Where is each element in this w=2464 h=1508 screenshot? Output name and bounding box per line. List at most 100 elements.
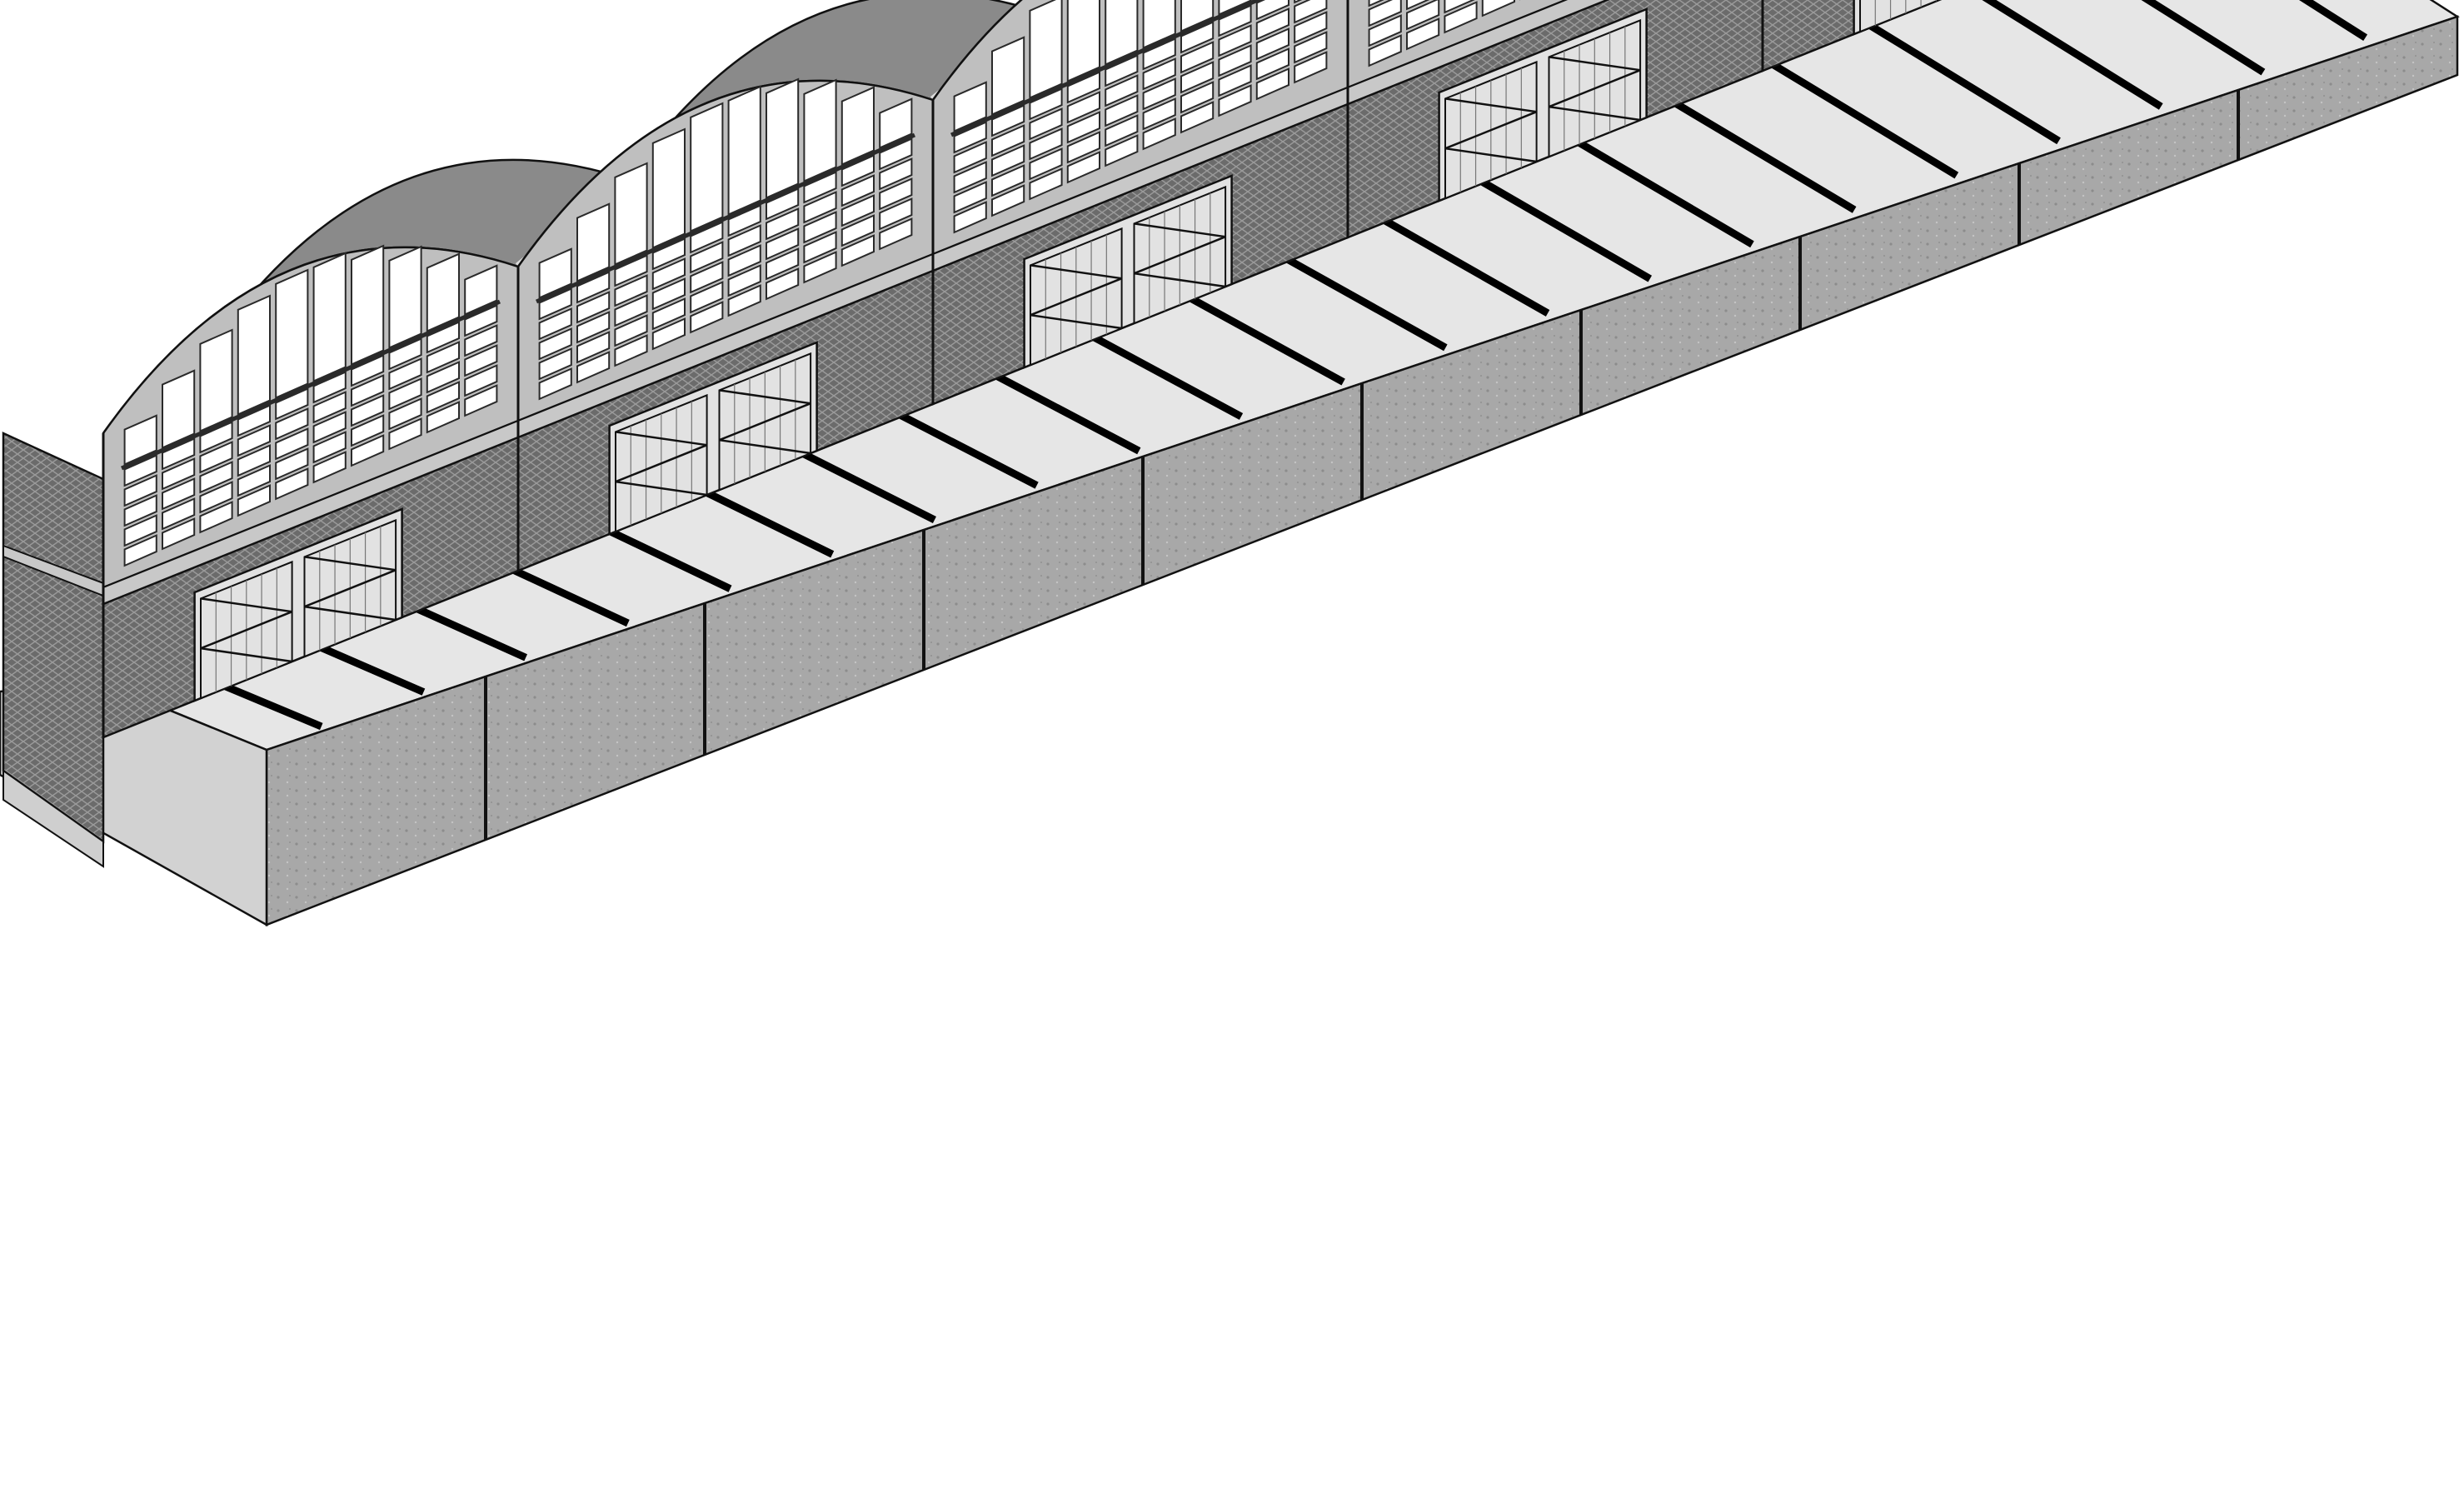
window-pane <box>162 457 196 491</box>
window-pane <box>199 461 233 494</box>
window-pane <box>1180 0 1215 32</box>
window-pane <box>1406 17 1440 51</box>
window-pane <box>199 501 233 534</box>
door-brace <box>1134 222 1226 238</box>
window-pane <box>1218 24 1252 57</box>
window-pane <box>576 202 611 282</box>
door-brace <box>200 597 292 613</box>
window-pane <box>388 337 422 371</box>
window-pane <box>690 221 724 254</box>
window-pane <box>840 214 875 247</box>
window-pane <box>162 369 196 449</box>
window-pane <box>879 137 913 171</box>
window-pane <box>803 78 837 182</box>
window-pane <box>237 424 271 457</box>
window-pane <box>1406 0 1430 11</box>
platform-stripe <box>2298 0 2368 42</box>
window-pane <box>1066 91 1100 124</box>
door-brace <box>1030 313 1122 330</box>
window-pane <box>162 517 196 551</box>
window-pane <box>464 384 498 417</box>
window-pane <box>1255 47 1289 81</box>
window-pane <box>1255 67 1289 101</box>
window-pane <box>464 344 498 377</box>
window-grid <box>953 0 1328 234</box>
window-pane <box>426 401 460 434</box>
window-pane <box>727 85 761 216</box>
window-pane <box>1294 0 1328 24</box>
window-pane <box>351 434 385 467</box>
window-pane <box>1105 114 1139 147</box>
window-pane <box>690 301 724 334</box>
platform-stripe <box>2141 0 2266 76</box>
door-brace <box>615 480 707 497</box>
window-pane <box>1105 134 1139 167</box>
window-pane <box>123 474 157 507</box>
window-pane <box>538 327 572 361</box>
window-pane <box>1180 101 1215 134</box>
window-pane <box>312 391 347 424</box>
window-pane <box>1294 11 1328 44</box>
window-pane <box>651 237 686 271</box>
window-pane <box>1180 41 1215 74</box>
window-pane <box>614 274 648 307</box>
window-pane <box>1218 64 1252 97</box>
window-pane <box>953 81 987 132</box>
window-pane <box>1481 0 1515 17</box>
window-pane <box>237 444 271 477</box>
window-pane <box>237 294 271 416</box>
window-pane <box>1066 0 1100 82</box>
door-brace <box>1444 147 1537 163</box>
window-pane <box>464 324 498 357</box>
window-pane <box>690 261 724 294</box>
door-rail <box>1134 236 1226 275</box>
window-pane <box>351 354 385 387</box>
bay-3 <box>931 0 1349 406</box>
window-pane <box>1142 57 1176 91</box>
window-pane <box>275 407 309 441</box>
window-pane <box>1029 87 1063 121</box>
window-pane <box>879 217 913 251</box>
window-pane <box>275 387 309 421</box>
window-pane <box>1255 27 1289 61</box>
door-rail <box>1549 69 1641 108</box>
window-pane <box>162 477 196 511</box>
window-pane <box>123 414 157 466</box>
window-pane <box>651 277 686 311</box>
window-pane <box>464 304 498 337</box>
window-pane <box>953 181 987 214</box>
window-grid <box>1368 0 1521 67</box>
window-sash <box>120 299 501 471</box>
window-pane <box>991 184 1025 217</box>
window-pane <box>766 247 800 281</box>
platform-stripe <box>1982 0 2163 110</box>
window-pane <box>1066 111 1100 144</box>
window-pane <box>1105 94 1139 127</box>
window-pane <box>388 357 422 391</box>
window-pane <box>576 271 611 304</box>
window-pane <box>1142 77 1176 111</box>
window-pane <box>464 364 498 397</box>
window-pane <box>426 252 460 332</box>
bay-5 <box>1761 0 1943 72</box>
window-pane <box>312 371 347 404</box>
window-pane <box>614 334 648 367</box>
door-brace <box>719 389 811 405</box>
door-brace <box>1549 56 1641 72</box>
door-brace <box>1549 105 1641 122</box>
window-pane <box>1066 71 1100 104</box>
window-pane <box>879 97 913 149</box>
window-pane <box>1218 0 1252 16</box>
window-pane <box>1294 0 1303 4</box>
door-leaf <box>1859 0 1942 33</box>
window-pane <box>953 141 987 174</box>
window-pane <box>426 381 460 414</box>
window-pane <box>651 127 686 249</box>
window-pane <box>237 404 271 437</box>
window-pane <box>690 241 724 274</box>
window-pane <box>312 451 347 484</box>
window-pane <box>1444 1 1478 34</box>
window-pane <box>1142 117 1176 151</box>
window-pane <box>426 341 460 374</box>
